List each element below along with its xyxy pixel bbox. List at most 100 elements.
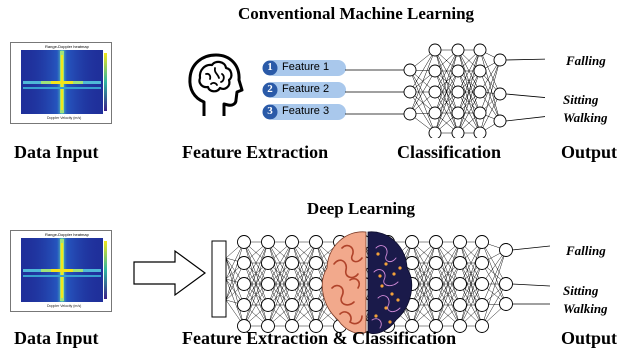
- network-node: [285, 256, 299, 270]
- deep-network: [211, 231, 550, 334]
- bottom-data-input-label: Data Input: [14, 328, 99, 348]
- network-node: [403, 85, 417, 99]
- bottom-output-label: Output: [561, 328, 618, 348]
- network-node: [261, 298, 275, 312]
- heatmap-xlabel: Doppler Velocity (m/s): [47, 116, 82, 120]
- network-node: [428, 106, 442, 120]
- network-node: [428, 85, 442, 99]
- top-output-falling: Falling: [566, 53, 606, 68]
- network-node: [451, 85, 465, 99]
- network-node: [309, 298, 323, 312]
- feature-2-label: Feature 2: [282, 83, 330, 95]
- output-node: [499, 297, 513, 311]
- top-heading: Conventional Machine Learning: [237, 4, 475, 23]
- network-node: [493, 87, 507, 101]
- network-node: [473, 43, 487, 57]
- bottom-output-falling: Falling: [566, 243, 606, 258]
- network-node: [473, 85, 487, 99]
- network-node: [473, 126, 487, 138]
- network-node: [261, 319, 275, 333]
- heatmap-plot: [11, 231, 111, 311]
- network-node: [261, 235, 275, 249]
- network-node: [428, 126, 442, 138]
- network-node: [451, 106, 465, 120]
- network-node: [493, 53, 507, 67]
- feature-1-number: 1: [267, 61, 273, 73]
- heatmap-title: Range-Doppler heatmap: [45, 232, 89, 237]
- network-node: [285, 277, 299, 291]
- input-layer-block: [211, 240, 227, 318]
- network-nodes: [403, 43, 507, 138]
- network-node: [429, 298, 443, 312]
- heatmap-plot: [11, 43, 111, 123]
- feature-pills: [262, 60, 346, 120]
- network-node: [237, 319, 251, 333]
- network-node: [309, 277, 323, 291]
- network-node: [429, 256, 443, 270]
- arrow-right-icon: [133, 249, 207, 297]
- network-node: [403, 63, 417, 77]
- network-node: [475, 319, 489, 333]
- heatmap-title: Range-Doppler heatmap: [45, 44, 89, 49]
- network-node: [309, 235, 323, 249]
- network-node: [309, 319, 323, 333]
- network-node: [451, 43, 465, 57]
- network-node: [309, 256, 323, 270]
- heatmap-xlabel: Doppler Velocity (m/s): [47, 304, 82, 308]
- network-node: [475, 277, 489, 291]
- network-node: [261, 277, 275, 291]
- network-node: [403, 107, 417, 121]
- output-connections: [505, 58, 545, 122]
- top-output-sitting: Sitting: [563, 92, 599, 107]
- network-node: [453, 319, 467, 333]
- feature-1-label: Feature 1: [282, 61, 330, 73]
- network-node: [475, 235, 489, 249]
- network-node: [237, 256, 251, 270]
- network-node: [261, 256, 275, 270]
- network-node: [453, 235, 467, 249]
- brain-icon: [321, 231, 413, 334]
- network-node: [451, 126, 465, 138]
- top-output-label: Output: [561, 142, 618, 162]
- network-node: [453, 256, 467, 270]
- network-node: [285, 235, 299, 249]
- network-node: [285, 319, 299, 333]
- bottom-heatmap-image: Range-Doppler heatmap Doppler Velocity (…: [10, 230, 112, 312]
- head-brain-icon: [184, 52, 244, 118]
- network-node: [429, 277, 443, 291]
- feature-3-number: 3: [267, 105, 273, 117]
- bottom-feature-extraction-classification-label: Feature Extraction & Classification: [182, 328, 457, 348]
- network-node: [429, 235, 443, 249]
- top-output-walking: Walking: [563, 110, 608, 125]
- top-data-input-label: Data Input: [14, 142, 99, 162]
- network-node: [237, 277, 251, 291]
- network-node: [405, 319, 419, 333]
- feature-3-label: Feature 3: [282, 105, 330, 117]
- network-node: [473, 64, 487, 78]
- network-node: [453, 298, 467, 312]
- top-heatmap-image: Range-Doppler heatmap Doppler Velocity (…: [10, 42, 112, 124]
- top-feature-extraction-label: Feature Extraction: [182, 142, 329, 162]
- output-connections: [511, 245, 550, 305]
- network-node: [451, 64, 465, 78]
- top-classification-label: Classification: [397, 142, 502, 162]
- feature-connections: [345, 69, 404, 115]
- classification-network: [345, 43, 545, 138]
- network-node: [475, 298, 489, 312]
- network-node: [493, 114, 507, 128]
- network-node: [428, 64, 442, 78]
- output-node: [499, 277, 513, 291]
- network-node: [428, 43, 442, 57]
- network-node: [429, 319, 443, 333]
- network-node: [237, 235, 251, 249]
- bottom-heading: Deep Learning: [306, 199, 416, 218]
- network-node: [473, 106, 487, 120]
- network-node: [237, 298, 251, 312]
- network-node: [405, 256, 419, 270]
- feature-2-number: 2: [267, 83, 273, 95]
- bottom-output-walking: Walking: [563, 301, 608, 316]
- network-node: [285, 298, 299, 312]
- bottom-output-sitting: Sitting: [563, 283, 599, 298]
- output-node: [499, 243, 513, 257]
